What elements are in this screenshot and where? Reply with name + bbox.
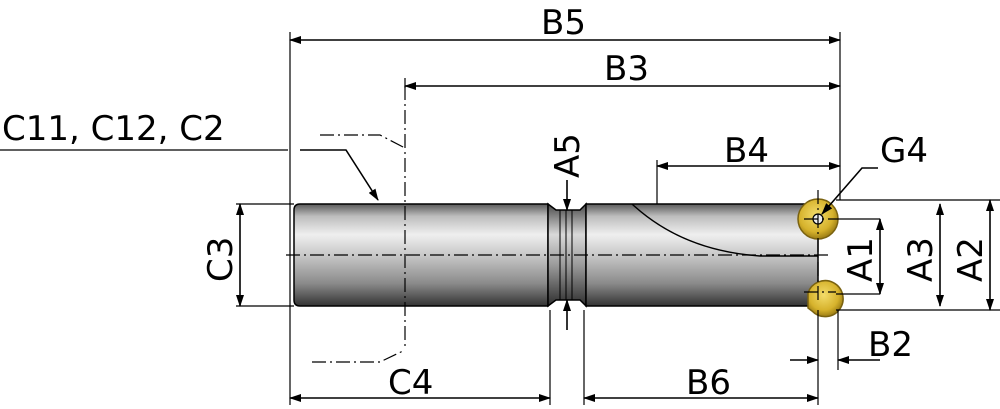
label-c-group: C11, C12, C2 (2, 109, 225, 149)
label-a2: A2 (951, 237, 991, 282)
label-a1: A1 (841, 237, 881, 282)
shank (293, 203, 549, 307)
label-b5: B5 (541, 3, 586, 43)
dimension-labels: B5 B3 B4 G4 C11, C12, C2 C4 B6 B2 C3 A5 … (2, 3, 991, 403)
label-c4: C4 (388, 363, 433, 403)
label-b4: B4 (724, 131, 769, 171)
label-c3: C3 (201, 237, 241, 282)
reference-lines (286, 86, 836, 363)
label-b3: B3 (604, 49, 649, 89)
label-a5: A5 (548, 133, 588, 178)
label-b2: B2 (868, 325, 913, 365)
extension-lines (236, 32, 1000, 405)
dimension-lines (0, 36, 994, 402)
tool-body (293, 198, 844, 318)
label-b6: B6 (686, 363, 731, 403)
label-a3: A3 (901, 237, 941, 282)
label-g4: G4 (880, 131, 928, 171)
